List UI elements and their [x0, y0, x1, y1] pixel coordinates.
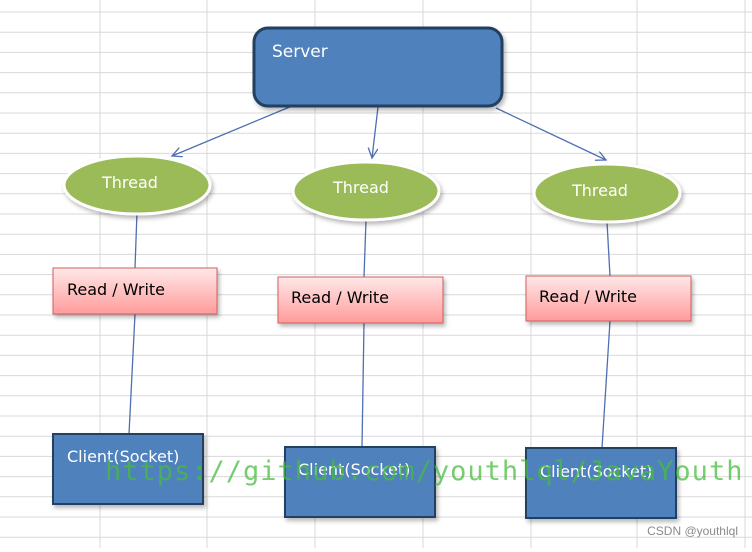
- thread-node: [62, 154, 212, 216]
- line-io-to-client-1: [128, 313, 136, 435]
- line-io-to-client-3: [601, 320, 611, 449]
- line-thread-to-io-1: [134, 211, 138, 269]
- server-label: Server: [272, 42, 328, 62]
- thread-node: [532, 162, 682, 224]
- read-write-box: [52, 267, 218, 315]
- thread-node: [291, 160, 441, 222]
- client-socket-box: [525, 447, 677, 519]
- client-socket-box: [284, 446, 436, 518]
- arrow-server-to-thread-3: [495, 107, 606, 160]
- server-node: Server: [252, 26, 504, 108]
- csdn-credit: CSDN @youthlql: [647, 524, 738, 538]
- connectors: [128, 105, 611, 449]
- branch-2: Thread Read / Write Client(Socket): [277, 160, 444, 518]
- client-socket-box: [52, 433, 204, 505]
- read-write-label: Read / Write: [291, 288, 389, 307]
- line-io-to-client-2: [361, 322, 365, 448]
- thread-label: Thread: [571, 181, 628, 200]
- watermark-url: https://github.com/youthlql/JavaYouth: [105, 456, 744, 487]
- client-socket-label: Client(Socket): [298, 460, 410, 479]
- thread-label: Thread: [101, 173, 158, 192]
- branch-1: Thread Read / Write Client(Socket): [52, 154, 218, 505]
- read-write-label: Read / Write: [67, 280, 165, 299]
- thread-label: Thread: [332, 178, 389, 197]
- branch-3: Thread Read / Write Client(Socket): [525, 162, 692, 519]
- arrow-server-to-thread-1: [172, 105, 293, 156]
- line-thread-to-io-3: [606, 221, 611, 277]
- client-socket-label: Client(Socket): [67, 447, 179, 466]
- read-write-box: [277, 276, 444, 324]
- line-thread-to-io-2: [363, 219, 367, 278]
- client-socket-label: Client(Socket): [540, 462, 652, 481]
- read-write-box: [525, 275, 692, 322]
- arrow-server-to-thread-2: [372, 106, 379, 158]
- server-box: [252, 26, 504, 108]
- read-write-label: Read / Write: [539, 287, 637, 306]
